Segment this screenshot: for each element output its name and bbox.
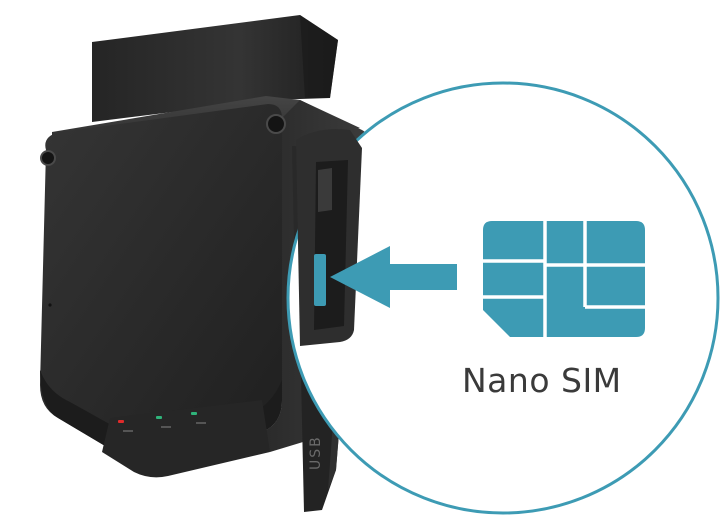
sim-card-icon xyxy=(483,221,645,337)
zoomed-sim-in-slot xyxy=(314,254,326,306)
led-red xyxy=(118,420,124,423)
led-green-1 xyxy=(156,416,162,419)
device-front-face xyxy=(40,104,282,465)
sim-caption: Nano SIM xyxy=(462,361,622,400)
usb-port-label: USB xyxy=(308,435,324,470)
screw-hole-left xyxy=(40,150,56,166)
led-green-2 xyxy=(191,412,197,415)
insert-arrow-icon xyxy=(330,246,457,308)
screw-hole-right xyxy=(266,114,286,134)
status-leds xyxy=(118,412,206,432)
obd-connector xyxy=(92,15,338,122)
